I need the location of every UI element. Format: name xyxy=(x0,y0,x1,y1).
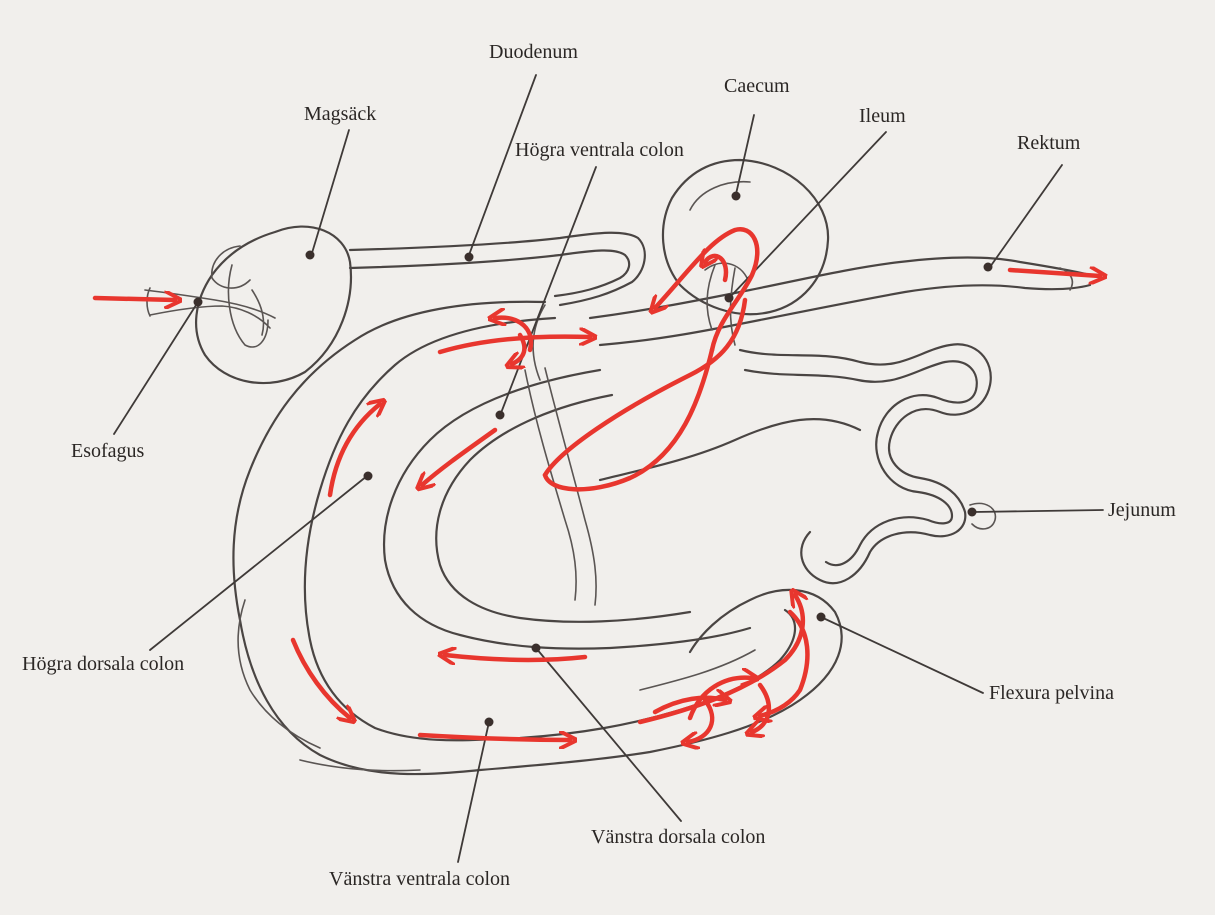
caecum-dot xyxy=(732,192,741,201)
label-jejunum: Jejunum xyxy=(1108,500,1176,520)
esophagus-shape xyxy=(145,288,275,328)
flow-caecum-loop-2 xyxy=(545,350,712,489)
flow-arrow-vdc xyxy=(445,655,585,660)
flow-arrow-esofagus xyxy=(95,298,175,300)
label-rektum: Rektum xyxy=(1017,133,1080,153)
esofagus-dot xyxy=(194,298,203,307)
flow-arrow-hvc-1 xyxy=(440,337,590,352)
label-magsack: Magsäck xyxy=(304,104,376,124)
label-duodenum: Duodenum xyxy=(489,42,578,62)
jejunum-dot xyxy=(968,508,977,517)
ileum-dot xyxy=(725,294,734,303)
hogra-dorsala-colon-dot xyxy=(364,472,373,481)
magsack-dot xyxy=(306,251,315,260)
label-hogra-ventrala-colon: Högra ventrala colon xyxy=(515,140,684,160)
flow-arrow-fp-1 xyxy=(640,595,803,722)
label-vanstra-dorsala-colon: Vänstra dorsala colon xyxy=(591,827,765,847)
label-flexura-pelvina: Flexura pelvina xyxy=(989,683,1114,703)
jejunum-shape xyxy=(600,344,995,583)
label-caecum: Caecum xyxy=(724,76,790,96)
flow-arrow-hdc xyxy=(330,404,380,495)
vanstra-dorsala-colon-dot xyxy=(532,644,541,653)
flow-arrow-rektum xyxy=(1010,270,1100,276)
label-esofagus: Esofagus xyxy=(71,441,144,461)
label-hogra-dorsala-colon: Högra dorsala colon xyxy=(22,654,184,674)
duodenum-dot xyxy=(465,253,474,262)
label-vanstra-ventrala-colon: Vänstra ventrala colon xyxy=(329,869,510,889)
flow-caecum-loop-3 xyxy=(655,229,757,350)
flexura-pelvina-dot xyxy=(817,613,826,622)
rektum-dot xyxy=(984,263,993,272)
hogra-ventrala-colon-dot xyxy=(496,411,505,420)
leader-lines xyxy=(114,75,1103,862)
duodenum-shape xyxy=(350,233,645,380)
anchor-dots xyxy=(194,192,993,727)
vanstra-ventrala-colon-dot xyxy=(485,718,494,727)
flow-arrow-vvc-1 xyxy=(293,640,350,718)
label-ileum: Ileum xyxy=(859,106,906,126)
flow-arrow-fp-5 xyxy=(752,685,769,732)
